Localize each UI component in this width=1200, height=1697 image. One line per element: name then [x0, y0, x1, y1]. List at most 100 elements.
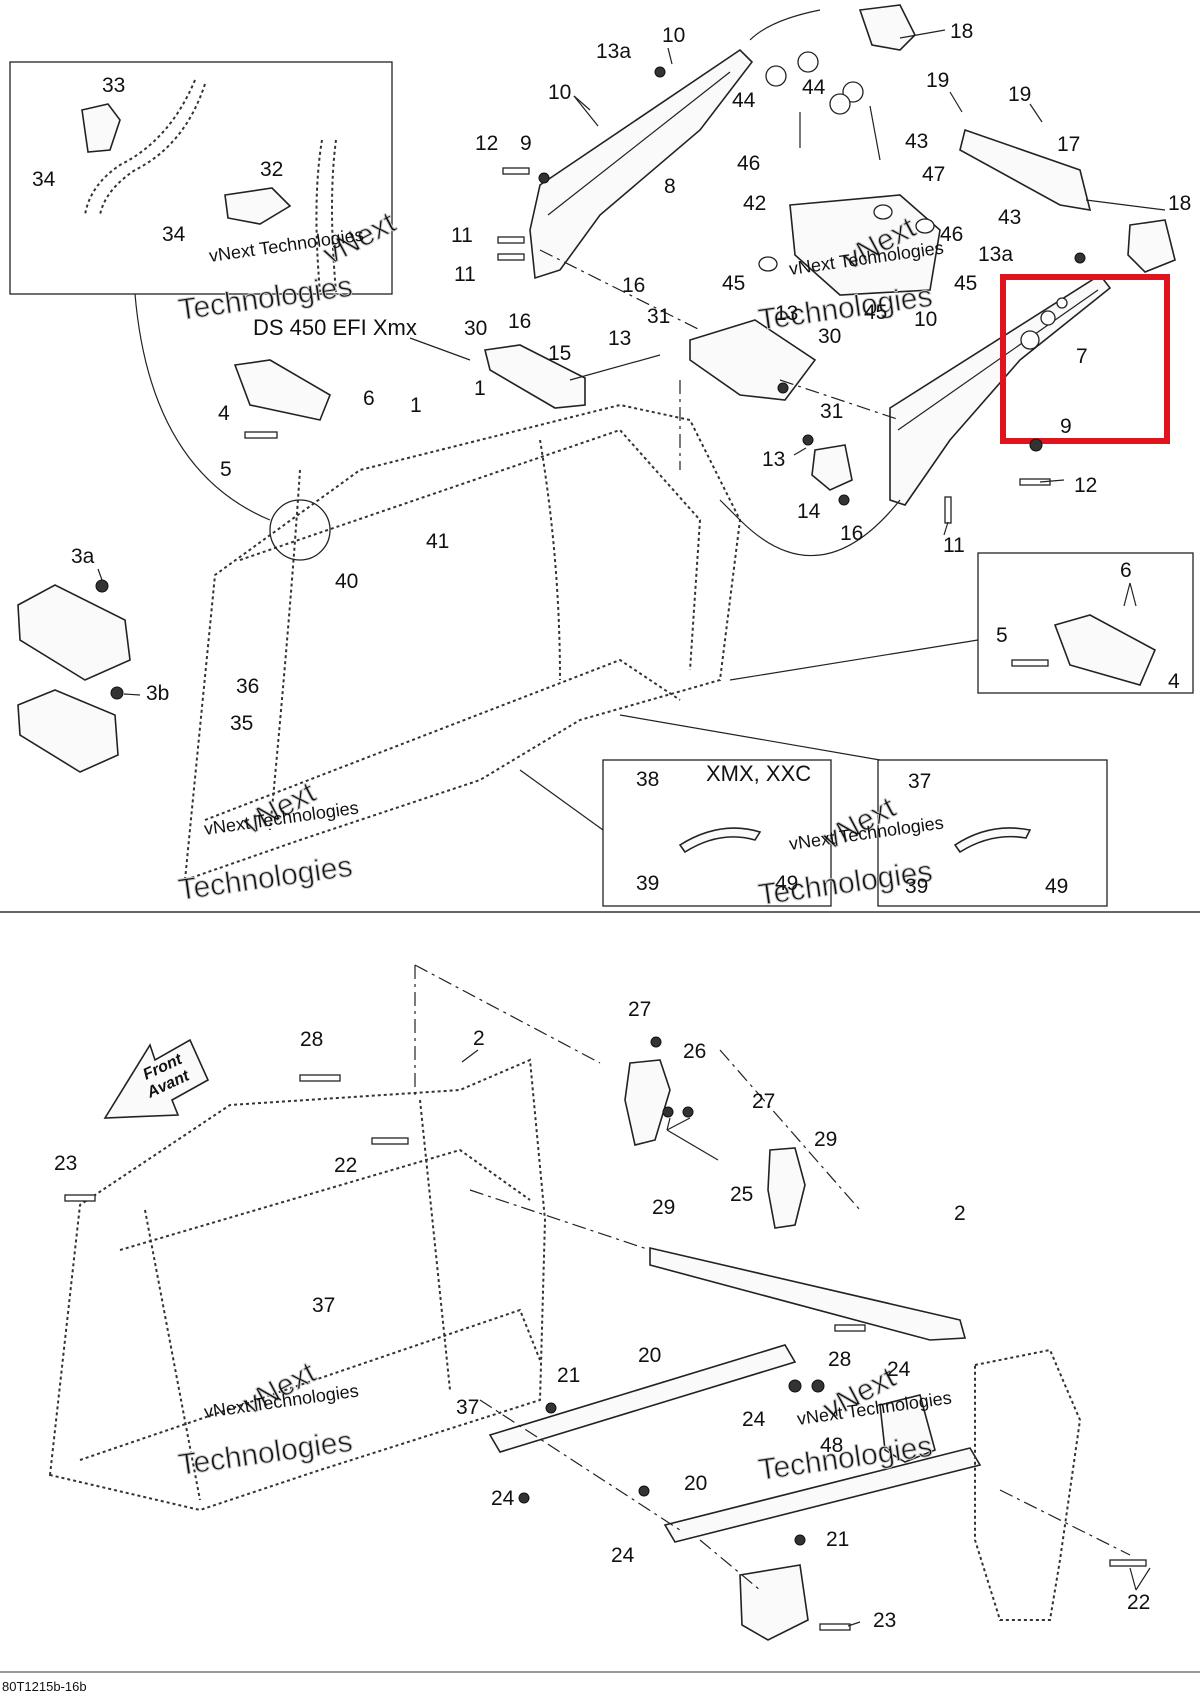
model-caption: DS 450 EFI Xmx [253, 315, 417, 340]
leader-model-caption-2 [569, 354, 661, 381]
chassis-frame-bottom-tube-3 [144, 1209, 201, 1501]
chassis-frame-bottom-tube-4 [419, 1099, 451, 1391]
bolt [497, 236, 525, 244]
bolt [64, 1194, 96, 1202]
bolt [1011, 659, 1049, 667]
callout-13: 13 [608, 327, 631, 350]
callout-14: 14 [797, 500, 821, 523]
nut [95, 579, 109, 593]
rail-7-hole-1 [1020, 330, 1040, 350]
callout-22: 22 [334, 1154, 357, 1177]
callout-34: 34 [32, 168, 56, 191]
callout-27: 27 [752, 1090, 775, 1113]
bolt [1019, 478, 1051, 486]
callout-31: 31 [820, 400, 843, 423]
nut [1074, 252, 1086, 264]
callout-16: 16 [622, 274, 645, 297]
callout-2: 2 [473, 1027, 485, 1050]
callout-42: 42 [743, 192, 766, 215]
callout-39: 39 [905, 875, 928, 898]
nut [650, 1036, 662, 1048]
callout-45: 45 [864, 301, 887, 324]
assembly-line-bottom-3 [469, 1189, 651, 1251]
callout-13: 13 [762, 448, 785, 471]
variant-inset-xmx-box [602, 759, 832, 907]
part-18-bracket-right [1127, 219, 1176, 273]
rail-7-hole-3 [1056, 297, 1068, 309]
callout-5: 5 [220, 458, 232, 481]
callout-24: 24 [742, 1408, 766, 1431]
part-4-footrest-left [233, 359, 331, 421]
callout-9: 9 [520, 132, 532, 155]
bolt [497, 253, 525, 261]
ring-45 [758, 256, 778, 272]
callout-9: 9 [1060, 415, 1072, 438]
highlight-box [1000, 274, 1170, 444]
inset-frame-tube-left [84, 79, 196, 216]
part-3b-heel-guard [17, 689, 119, 773]
callout-40: 40 [335, 570, 358, 593]
leader-footrest-right [729, 639, 979, 681]
callout-46: 46 [737, 152, 760, 175]
nut [777, 382, 789, 394]
callout-28: 28 [300, 1028, 323, 1051]
nut [545, 1402, 557, 1414]
callout-37: 37 [312, 1294, 335, 1317]
leader-variant [619, 714, 881, 761]
callout-49: 49 [775, 872, 798, 895]
nut [654, 66, 666, 78]
callout-19: 19 [1008, 83, 1031, 106]
drawing-code: 80T1215b-16b [2, 1679, 87, 1694]
part-39-brace-std [953, 827, 1032, 854]
callout-6: 6 [1120, 559, 1132, 582]
bolt [1109, 1559, 1147, 1567]
chassis-frame-bottom-tube-1 [119, 1148, 531, 1251]
bolt [299, 1074, 341, 1082]
leader-variant-2 [519, 769, 604, 831]
part-18-bracket-top [858, 4, 916, 51]
callout-5: 5 [996, 624, 1008, 647]
callout-31: 31 [647, 305, 670, 328]
part-39-brace-xmx [678, 827, 762, 854]
callout-24: 24 [491, 1487, 515, 1510]
callout-4: 4 [218, 402, 230, 425]
callout-48: 48 [820, 1434, 843, 1457]
part-48-bracket [879, 1394, 936, 1463]
part-20-rail-lower [663, 1447, 982, 1543]
nut [682, 1106, 694, 1118]
callout-7: 7 [1076, 345, 1088, 368]
assembly-line-bottom-1 [414, 964, 601, 1064]
callout-13a: 13a [596, 40, 631, 63]
variant-inset-std-box [877, 759, 1108, 907]
rail-8-inner [547, 71, 731, 216]
callout-33: 33 [102, 74, 125, 97]
ring-45 [873, 204, 893, 220]
nut [110, 686, 124, 700]
footrest-inset-box [977, 552, 1194, 694]
callout-28: 28 [828, 1348, 851, 1371]
chassis-frame-tube-2 [204, 658, 681, 821]
callout-24: 24 [887, 1358, 911, 1381]
part-cross-tube [649, 1246, 967, 1341]
callout-44: 44 [802, 76, 826, 99]
callout-labels: 33 34 34 32 10 13a 10 12 9 8 11 11 16 16… [32, 20, 1191, 1632]
callout-19: 19 [926, 69, 949, 92]
callout-39: 39 [636, 872, 659, 895]
callout-21: 21 [557, 1364, 580, 1387]
nut [838, 494, 850, 506]
callout-35: 35 [230, 712, 253, 735]
callout-16: 16 [840, 522, 863, 545]
bolt [244, 431, 278, 439]
part-26-bracket [624, 1059, 671, 1146]
nut [788, 1379, 802, 1393]
callout-13: 13 [775, 302, 798, 325]
assembly-line-bottom-7 [719, 1049, 861, 1211]
callout-11: 11 [943, 534, 965, 557]
callout-24: 24 [611, 1544, 635, 1567]
leader-rail7-frame [719, 499, 901, 557]
callout-leaders [97, 29, 1166, 1627]
callout-43: 43 [998, 206, 1021, 229]
callout-23: 23 [54, 1152, 77, 1175]
callout-16: 16 [508, 310, 531, 333]
callout-17: 17 [1057, 133, 1080, 156]
